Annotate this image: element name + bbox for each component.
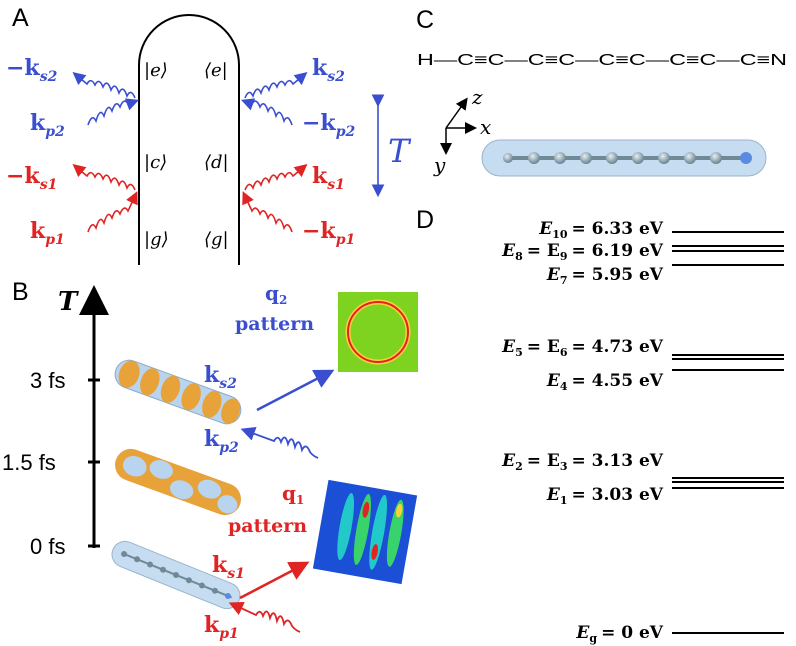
axis-labels: x y z [433,85,491,177]
z-axis-arrow [445,97,468,129]
level-label-e2-e3: E2= E3= 3.13 eV [501,451,664,473]
label-ks2-b: ks2 [204,362,237,392]
loop-contour [138,14,240,265]
label-kp2-b: kp2 [204,426,239,456]
delay-label: T [388,132,412,170]
time-tick-labels: 3 fs 1.5 fs 0 fs [2,368,65,559]
right-ks1-wave [244,163,308,191]
left-ks2-wave [72,71,136,99]
label-minus-kp2-right: −kp2 [302,110,355,140]
y-axis-label: y [433,153,446,177]
label-kp2-left: kp2 [30,110,65,140]
panel-a-left-labels: −ks2 kp2 −ks1 kp1 [6,55,65,248]
level-label-e7: E7= 5.95 eV [546,265,664,287]
bra-e: ⟨e| [204,60,228,81]
ks2-arrow-b [256,369,335,412]
label-ks1-right: ks1 [312,163,345,193]
energy-level-lines [672,231,784,634]
label-kp1-left: kp1 [30,218,65,248]
panel-b-letter: B [12,278,29,306]
right-kp1-wave [242,191,293,233]
level-label-e8-e9: E8= E9= 6.19 eV [501,241,664,263]
level-label-e10: E10= 6.33 eV [538,219,664,241]
x-axis-label: x [480,115,491,139]
label-minus-kp1-right: −kp1 [302,218,355,248]
panel-a-right-labels: ks2 −kp2 ks1 −kp1 [302,55,355,248]
panel-a-letter: A [12,4,29,32]
ks1-arrow-b [239,561,310,600]
kp2-pulse-b [240,426,319,459]
energy-labels: E10= 6.33 eV E8= E9= 6.19 eV E7= 5.95 eV… [501,219,664,645]
panel-c-letter: C [416,6,434,34]
right-kp2-wave [241,98,293,126]
level-label-e1: E1= 3.03 eV [546,485,664,507]
bra-g: ⟨g| [204,229,229,250]
tick-label-1p5fs: 1.5 fs [2,450,56,475]
label-minus-ks2-left: −ks2 [6,55,58,85]
right-ks2-wave [244,71,308,99]
ket-c: |c⟩ [144,152,167,173]
panel-d-letter: D [416,206,434,234]
molecule-model [481,139,767,177]
left-kp1-wave [87,191,138,233]
tick-label-0fs: 0 fs [30,534,65,559]
q2-label: q2 [265,281,287,307]
ket-g: |g⟩ [144,229,169,250]
panel-b-k-labels: ks2 kp2 ks1 kp1 [204,362,245,642]
label-kp1-b: kp1 [204,612,239,642]
bra-d: ⟨d| [204,152,229,173]
q1-pattern-label: pattern [228,515,307,537]
level-label-eg: Eg= 0 eV [575,623,663,645]
q1-label: q1 [282,481,304,507]
q2-pattern-label: pattern [235,313,314,335]
time-axis-label: T [58,287,79,317]
q2-ring [347,301,409,363]
molecule-0fs [111,540,241,610]
kp1-pulse-b [228,601,301,633]
level-label-e5-e6: E5= E6= 4.73 eV [501,337,664,359]
label-ks1-b: ks1 [212,552,245,582]
orbital-1p5fs [115,448,241,516]
z-axis-label: z [471,85,483,109]
ket-e: |e⟩ [144,60,168,81]
q1-pattern-image [312,479,418,585]
label-minus-ks1-left: −ks1 [6,163,57,193]
orbital-3fs [114,359,242,425]
left-ks1-wave [72,163,136,191]
q-labels: q2 pattern q1 pattern [228,281,314,537]
label-ks2-right: ks2 [312,55,345,85]
level-label-e4: E4= 4.55 eV [546,371,664,393]
molecular-formula: H—C≡C—C≡C—C≡C—C≡C—C≡N [417,52,787,69]
bra-ket-group: |e⟩ |c⟩ |g⟩ ⟨e| ⟨d| ⟨g| [144,60,229,250]
tick-label-3fs: 3 fs [30,368,65,393]
left-kp2-wave [87,98,139,126]
q2-pattern-image [338,292,418,372]
